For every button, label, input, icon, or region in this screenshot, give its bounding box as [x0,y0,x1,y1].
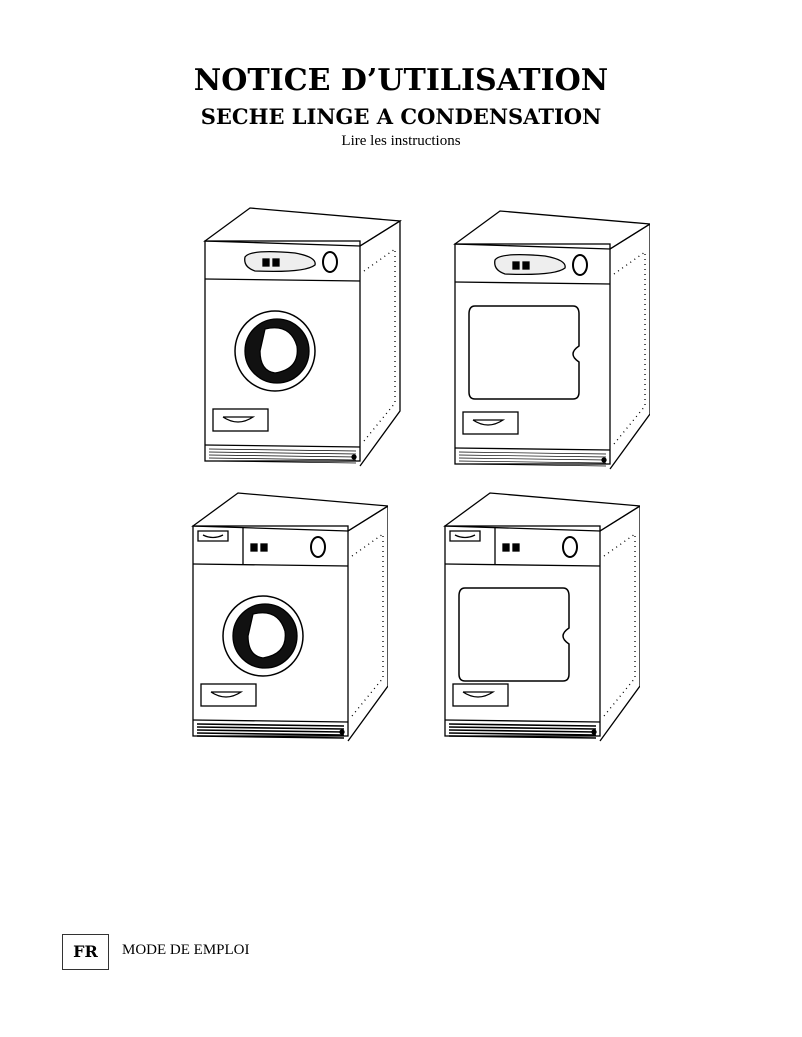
plinth-grille-line [458,463,607,467]
front-face [454,243,611,465]
control-panel [244,251,316,273]
dryer-illustration-door-1 [453,210,650,470]
side-face [609,223,650,470]
button [262,258,270,267]
plinth-grille-line [448,732,597,736]
filter-drawer [462,411,519,435]
button [522,261,530,270]
control-panel [494,254,566,276]
button [260,543,268,552]
plinth-grille-line [458,460,607,464]
plinth-grille-line [458,457,607,461]
square-door [458,587,570,682]
plinth-grille-line [208,460,357,464]
side-face [347,505,388,742]
program-knob [322,251,338,273]
water-tank-drawer [197,530,229,542]
porthole-door [222,595,304,677]
top-face [191,492,388,532]
button [272,258,280,267]
button [512,543,520,552]
plinth-grille-line [196,732,345,736]
plinth-grille-line [196,735,345,739]
water-tank-drawer [449,530,481,542]
porthole-door [234,310,316,392]
square-door [468,305,580,400]
plinth-grille-line [208,451,357,455]
plinth-grille-line [208,454,357,458]
button [512,261,520,270]
plinth-grille-line [448,729,597,733]
side-face [599,505,640,742]
filter-drawer [200,683,257,707]
top-face [443,492,640,532]
program-knob [562,536,578,558]
plinth-grille-line [448,723,597,727]
dryer-illustration-door-2 [443,492,640,742]
front-face [204,240,361,462]
front-face [444,525,601,737]
plinth-grille-line [196,723,345,727]
button [502,543,510,552]
top-face [453,210,650,250]
plinth-grille-line [458,454,607,458]
plinth-grille-line [208,457,357,461]
footer-label: MODE DE EMPLOI [122,942,250,958]
program-knob [310,536,326,558]
top-face [203,207,402,247]
plinth-grille-line [196,729,345,733]
filter-drawer [452,683,509,707]
document-subtitle: SECHE LINGE A CONDENSATION [200,104,602,129]
dryer-illustration-porthole-1 [203,207,402,467]
plinth-grille-line [448,726,597,730]
language-badge: FR [62,934,109,970]
button [250,543,258,552]
plinth-grille-line [458,451,607,455]
plinth-grille-line [448,735,597,739]
document-title: NOTICE D’UTILISATION [193,63,609,98]
instruction-text: Lire les instructions [341,133,461,149]
front-face [192,525,349,737]
program-knob [572,254,588,276]
side-face [359,219,401,467]
plinth-grille-line [196,726,345,730]
filter-drawer [212,408,269,432]
plinth-grille-line [208,448,357,452]
dryer-illustration-porthole-2 [191,492,388,742]
